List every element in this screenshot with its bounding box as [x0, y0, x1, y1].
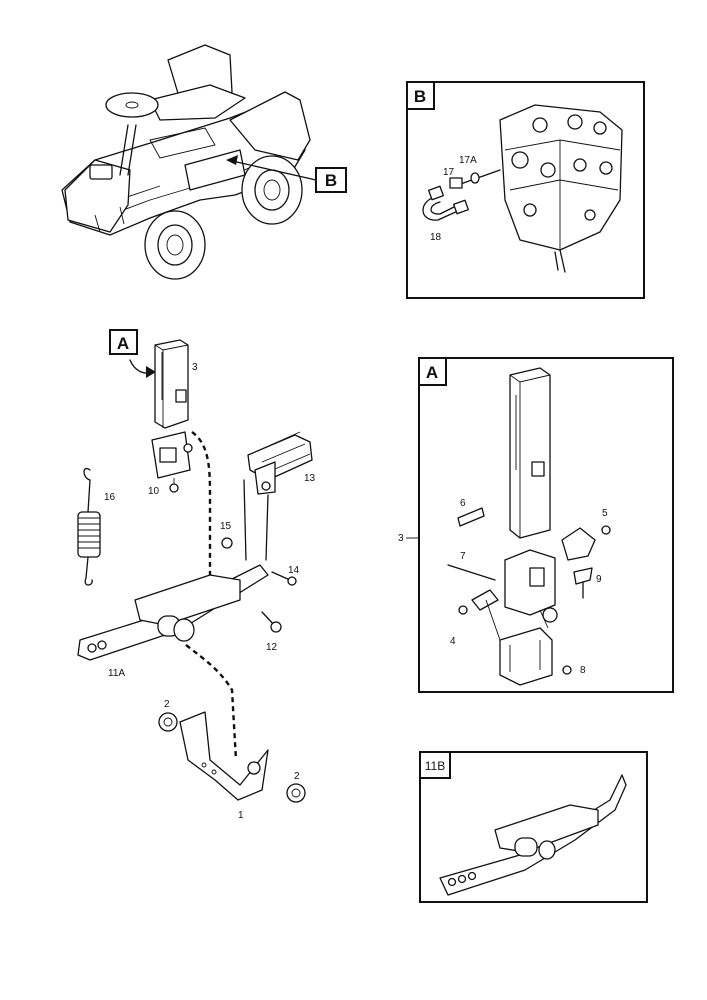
part-label-15: 15: [220, 521, 232, 532]
part-label-2a: 2: [164, 699, 170, 710]
part-1-bracket: [179, 711, 269, 801]
part-label-11a: 11A: [108, 668, 125, 679]
part-label-3-detail: 3: [398, 533, 404, 544]
part-16-spring: [77, 467, 101, 586]
part-label-8: 8: [580, 665, 586, 676]
callout-a-tag: A: [109, 329, 138, 355]
mower-illustration: [61, 44, 311, 280]
part-label-5: 5: [602, 508, 608, 519]
part-label-4: 4: [450, 636, 456, 647]
detail-b-box: B 17 17A 18: [406, 81, 645, 299]
part-label-14: 14: [288, 565, 300, 576]
part-3-tube: [151, 339, 193, 493]
part-label-10: 10: [148, 486, 160, 497]
callout-b-label: B: [325, 171, 337, 190]
part-label-7: 7: [460, 551, 466, 562]
part-11a-lever: [77, 564, 269, 661]
part-label-16: 16: [104, 492, 116, 503]
detail-11b-box: 11B: [419, 751, 648, 903]
part-label-2b: 2: [294, 771, 300, 782]
part-label-12: 12: [266, 642, 278, 653]
callout-b-tag: B: [315, 167, 347, 193]
detail-b-label: B: [414, 87, 426, 106]
part-label-17: 17: [443, 167, 455, 178]
detail-a-label: A: [426, 363, 438, 382]
callout-a-label: A: [117, 334, 129, 353]
part-label-1: 1: [238, 810, 244, 821]
detail-11b-label: 11B: [425, 759, 445, 773]
detail-a-box: A 6 7 4 5 9 8: [418, 357, 674, 693]
part-13-pedal: [247, 431, 313, 495]
part-label-3: 3: [192, 362, 198, 373]
part-label-13: 13: [304, 473, 316, 484]
part-label-18: 18: [430, 232, 442, 243]
part-label-17a: 17A: [459, 155, 477, 166]
part-label-6: 6: [460, 498, 466, 509]
part-label-9: 9: [596, 574, 602, 585]
